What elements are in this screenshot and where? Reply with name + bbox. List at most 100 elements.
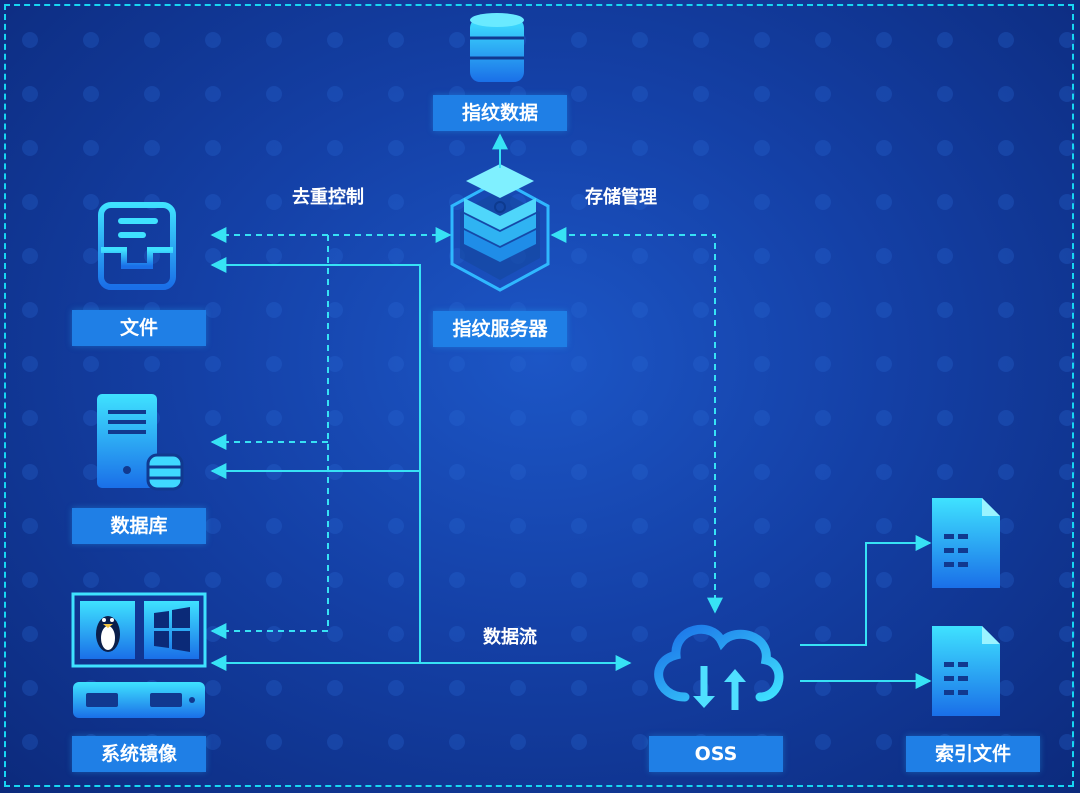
background-dot [144,86,160,102]
background-dot [327,302,343,318]
background-dot [937,140,953,156]
background-dot [510,410,526,426]
background-dot [266,356,282,372]
background-dot [754,410,770,426]
background-dot [144,140,160,156]
background-dot [205,302,221,318]
node-label-fingerprint-data: 指纹数据 [433,95,567,131]
background-dot [815,680,831,696]
background-dot [388,140,404,156]
background-dot [876,680,892,696]
background-dot [388,194,404,210]
node-label-index-file: 索引文件 [906,736,1040,772]
background-dot [998,356,1014,372]
background-dot [83,464,99,480]
background-dot [876,626,892,642]
background-dot [83,194,99,210]
background-dot [632,140,648,156]
background-dot [815,464,831,480]
node-label-file: 文件 [72,310,206,346]
background-dot [754,356,770,372]
background-dot [510,356,526,372]
background-dot [327,140,343,156]
background-dot [327,680,343,696]
background-dot [937,194,953,210]
background-dot [266,302,282,318]
background-dot [632,86,648,102]
background-dot [22,356,38,372]
background-dot [449,464,465,480]
background-dot [1059,32,1075,48]
background-dot [876,32,892,48]
linux-penguin-icon [96,616,120,652]
arrow-oss-to-index-file-1 [800,535,932,646]
background-dot [815,194,831,210]
background-dot [22,518,38,534]
background-dot [388,248,404,264]
flow-label-data-stream: 数据流 [483,627,537,648]
background-dot [83,32,99,48]
node-label-database: 数据库 [72,508,206,544]
background-dot [266,194,282,210]
background-dot [266,410,282,426]
background-dot [388,518,404,534]
background-dot [876,356,892,372]
background-dot [571,680,587,696]
background-dot [449,572,465,588]
background-dot [754,32,770,48]
background-dot [205,140,221,156]
background-dot [388,32,404,48]
background-dot [83,86,99,102]
background-dot [998,626,1014,642]
background-dot [205,32,221,48]
background-dot [22,302,38,318]
background-dot [693,194,709,210]
background-dot [1059,140,1075,156]
background-dot [876,248,892,264]
background-dot [449,140,465,156]
background-dot [22,248,38,264]
background-dot [1059,680,1075,696]
background-dot [22,410,38,426]
background-dot [876,302,892,318]
background-dot [998,32,1014,48]
background-dot [327,356,343,372]
background-dot [144,356,160,372]
background-dot [83,572,99,588]
background-dot [998,86,1014,102]
background-dot [327,572,343,588]
background-dot [266,32,282,48]
background-dot [815,356,831,372]
background-dot [1059,248,1075,264]
background-dot [510,140,526,156]
background-dot [815,248,831,264]
background-dot [388,680,404,696]
background-dot [449,518,465,534]
background-dot [388,86,404,102]
background-dot [876,518,892,534]
background-dot [327,410,343,426]
background-dot [1059,410,1075,426]
background-dot [22,194,38,210]
background-dot [510,518,526,534]
background-dot [205,86,221,102]
background-dot [22,86,38,102]
background-dot [632,680,648,696]
background-dot [571,194,587,210]
background-dot [22,734,38,750]
background-dot [998,680,1014,696]
background-dot [205,410,221,426]
background-dot [449,734,465,750]
background-dot [1059,194,1075,210]
background-dot [998,248,1014,264]
node-label-system-image: 系统镜像 [72,736,206,772]
background-dot [144,572,160,588]
background-dot [876,572,892,588]
background-dot [83,248,99,264]
background-dot [815,302,831,318]
background-dot [754,302,770,318]
background-dot [266,248,282,264]
document-icon [932,498,1000,588]
